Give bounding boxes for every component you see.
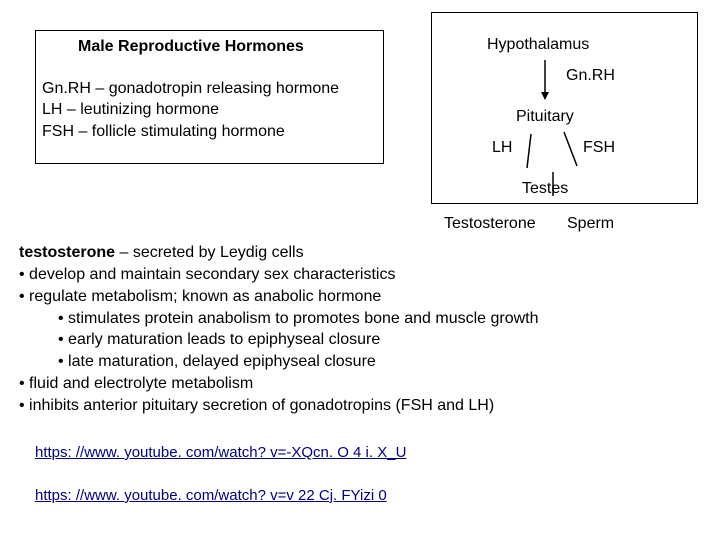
flow-lh: LH xyxy=(492,139,513,156)
testosterone-heading-bold: testosterone xyxy=(19,244,116,261)
definition-lh: LH – leutinizing hormone xyxy=(42,101,219,118)
bullet-inhibits-pituitary: • inhibits anterior pituitary secretion … xyxy=(19,397,495,414)
flow-testosterone: Testosterone xyxy=(444,215,536,232)
flow-gnrh: Gn.RH xyxy=(566,67,615,84)
testosterone-heading-rest: – secreted by Leydig cells xyxy=(115,244,304,261)
flow-pituitary: Pituitary xyxy=(516,108,574,125)
testosterone-heading: testosterone – secreted by Leydig cells xyxy=(19,244,304,262)
hormone-flowchart xyxy=(431,12,698,204)
definitions-title: Male Reproductive Hormones xyxy=(78,38,304,55)
bullet-early-maturation: • early maturation leads to epiphyseal c… xyxy=(58,331,381,348)
bullet-protein-anabolism: • stimulates protein anabolism to promot… xyxy=(58,310,539,327)
flow-hypothalamus: Hypothalamus xyxy=(487,36,590,53)
flow-fsh: FSH xyxy=(583,139,615,156)
flow-testes: Testes xyxy=(522,180,569,197)
bullet-sex-characteristics: • develop and maintain secondary sex cha… xyxy=(19,266,396,283)
definition-fsh: FSH – follicle stimulating hormone xyxy=(42,123,285,140)
arrow-lh-to-testes xyxy=(526,133,532,169)
bullet-metabolism: • regulate metabolism; known as anabolic… xyxy=(19,288,382,305)
bullet-fluid-electrolyte: • fluid and electrolyte metabolism xyxy=(19,375,254,392)
definitions-box xyxy=(35,30,384,164)
arrow-fsh-to-testes xyxy=(563,131,578,167)
definition-gnrh: Gn.RH – gonadotropin releasing hormone xyxy=(42,80,340,97)
bullet-late-maturation: • late maturation, delayed epiphyseal cl… xyxy=(58,353,376,370)
youtube-link-2[interactable]: https: //www. youtube. com/watch? v=v 22… xyxy=(35,487,387,504)
youtube-link-1[interactable]: https: //www. youtube. com/watch? v=-XQc… xyxy=(35,444,407,461)
flow-sperm: Sperm xyxy=(567,215,615,232)
